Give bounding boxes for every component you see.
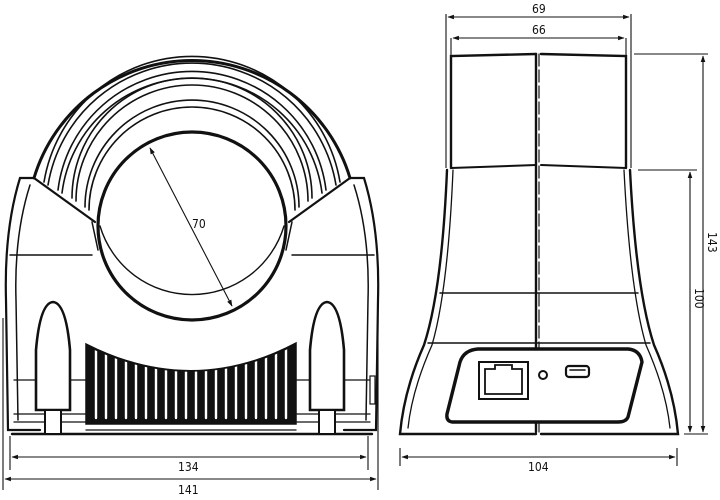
front-view xyxy=(4,55,380,436)
dim-base-width: 104 xyxy=(528,460,549,474)
dim-inner-diameter: 70 xyxy=(192,217,206,231)
side-dimensions xyxy=(399,14,708,466)
dim-top-width-inner: 66 xyxy=(532,23,546,37)
right-foot xyxy=(308,300,346,435)
dim-total-height: 143 xyxy=(705,232,719,253)
indicator-led xyxy=(538,370,548,380)
vent-grille xyxy=(85,341,297,425)
dim-base-width-inner: 134 xyxy=(178,460,199,474)
side-view xyxy=(398,52,680,436)
left-housing xyxy=(4,176,99,432)
front-dimensions xyxy=(2,147,379,490)
dim-base-width-outer: 141 xyxy=(178,483,199,497)
mini-usb-port xyxy=(564,364,591,379)
dim-body-height: 100 xyxy=(692,288,706,309)
right-housing xyxy=(285,176,380,432)
ethernet-port xyxy=(478,361,529,400)
arch-rings xyxy=(32,55,352,211)
left-foot xyxy=(34,300,72,435)
dim-top-width-outer: 69 xyxy=(532,2,546,16)
